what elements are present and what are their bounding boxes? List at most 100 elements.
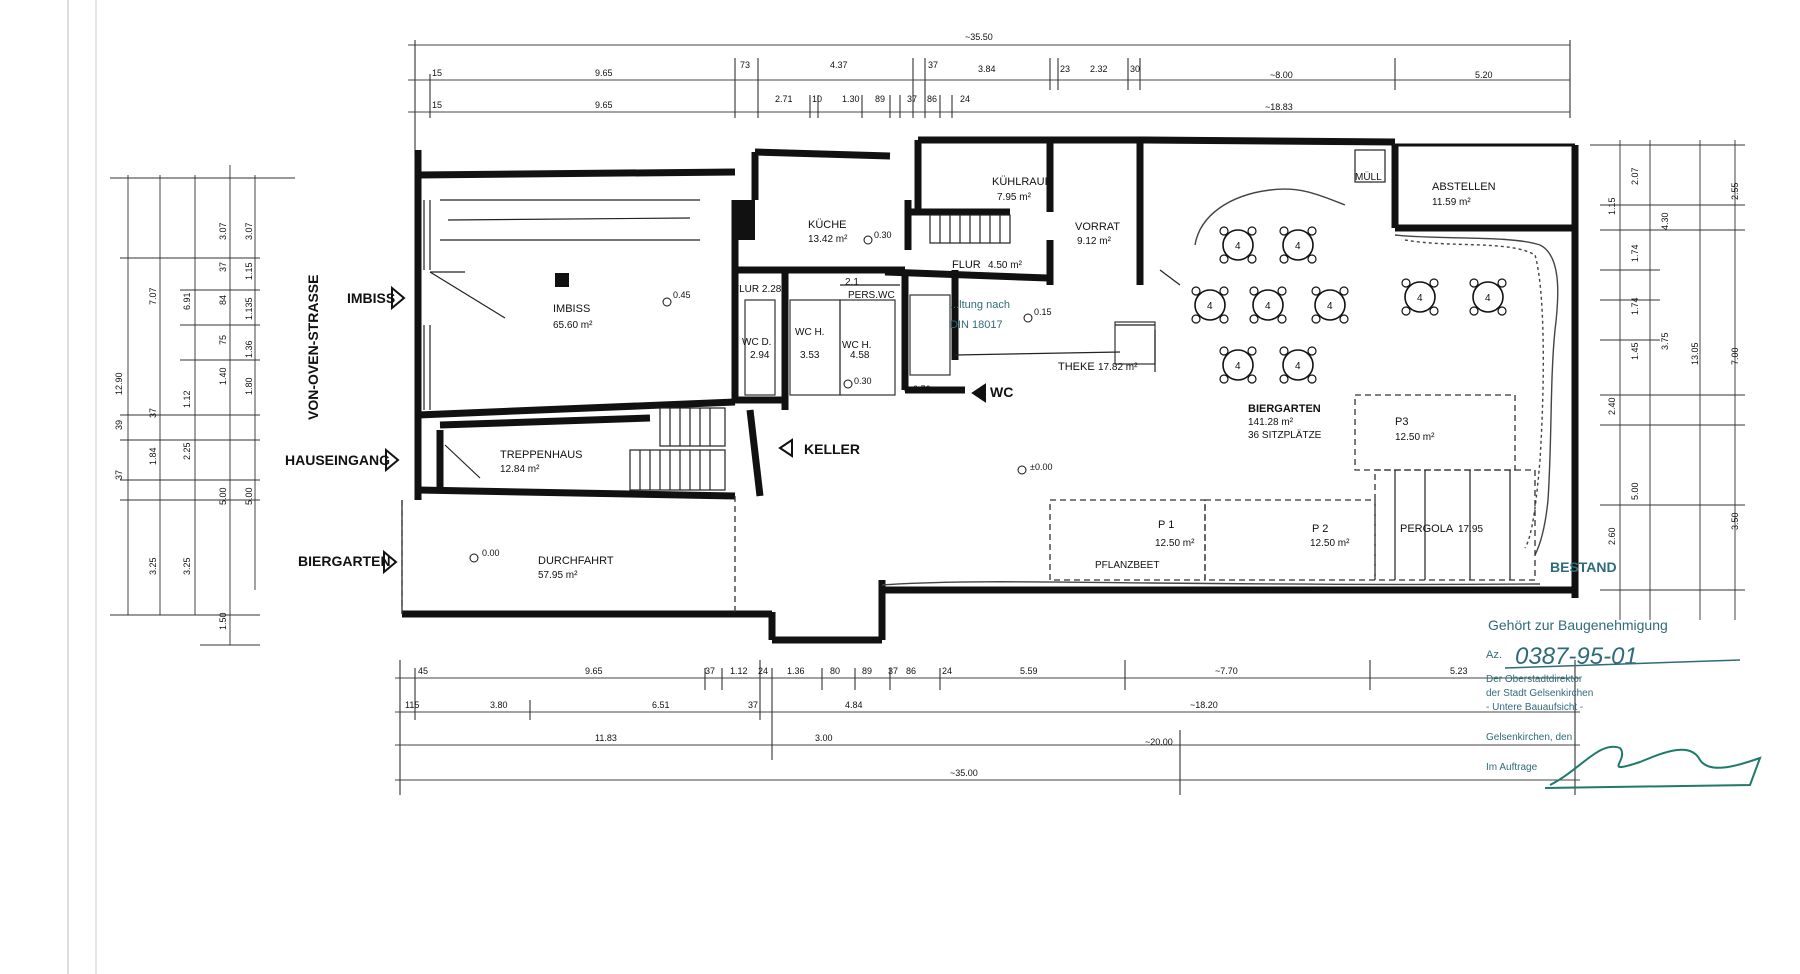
room-theke-name: THEKE <box>1058 361 1095 373</box>
room-vorrat-area: 9.12 m² <box>1077 236 1112 247</box>
level-030b: 0.30 <box>854 376 872 386</box>
dim-bottom-r1-11: 5.59 <box>1020 666 1038 676</box>
dim-left-3: 3.07 <box>218 222 228 240</box>
dim-top-r1-8: 30 <box>1130 64 1140 74</box>
dim-left-19: 5.00 <box>218 487 228 505</box>
entry-arrow-icon <box>383 549 398 575</box>
dim-bottom-r2-3: 37 <box>748 700 758 710</box>
dim-top-r1-9: ~8.00 <box>1270 70 1293 80</box>
dim-top-r2-4: 1.30 <box>842 94 860 104</box>
room-muell-name: MÜLL <box>1355 171 1382 183</box>
stamp-line4: Gelsenkirchen, den <box>1486 732 1572 743</box>
room-perswc-area: 2.1 <box>845 277 859 288</box>
room-wch2-area: 4.58 <box>850 350 870 361</box>
dim-bottom-r2-1: 3.80 <box>490 700 508 710</box>
entry-hauseingang-label: HAUSEINGANG <box>285 452 390 468</box>
room-kueche-name: KÜCHE <box>808 219 847 231</box>
dim-top-r2-8: 24 <box>960 94 970 104</box>
dim-top-r1-10: 5.20 <box>1475 70 1493 80</box>
level-000: ±0.00 <box>1030 462 1052 472</box>
dim-bottom-r1-2: 37 <box>705 666 715 676</box>
room-vorrat-name: VORRAT <box>1075 221 1120 233</box>
dimensions-top: ~35.50 15 9.65 73 4.37 37 3.84 23 2.32 3… <box>408 32 1571 155</box>
column <box>735 200 755 240</box>
dim-bottom-r1-3: 1.12 <box>730 666 748 676</box>
approval-stamp: Gehört zur Baugenehmigung Az. 0387-95-01… <box>1486 617 1762 789</box>
stamp-line3: - Untere Bauaufsicht - <box>1486 702 1583 713</box>
level-076: 0.76 <box>913 384 931 394</box>
level-015: 0.15 <box>1034 307 1052 317</box>
hedge <box>881 188 1559 586</box>
stamp-title: Gehört zur Baugenehmigung <box>1488 617 1668 633</box>
dim-left-17: 3.25 <box>148 557 158 575</box>
room-abstellen-name: ABSTELLEN <box>1432 181 1496 193</box>
room-pergola-name: PERGOLA <box>1400 523 1454 535</box>
dim-bottom-r1-0: 45 <box>418 666 428 676</box>
room-treppenhaus-name: TREPPENHAUS <box>500 449 583 461</box>
dim-top-r1-3: 4.37 <box>830 60 848 70</box>
stairs <box>629 214 1011 491</box>
dim-top-r1-0: 15 <box>432 68 442 78</box>
room-treppenhaus-area: 12.84 m² <box>500 464 540 475</box>
table-seat-count: 4 <box>1485 293 1491 304</box>
room-biergarten-seats: 36 SITZPLÄTZE <box>1248 429 1322 441</box>
dim-right-9: 7.00 <box>1730 347 1740 365</box>
room-kueche-area: 13.42 m² <box>808 234 848 245</box>
dim-right-11: 5.00 <box>1630 482 1640 500</box>
room-perswc-name: PERS.WC <box>848 290 895 301</box>
level-000b: 0.00 <box>482 548 500 558</box>
room-imbiss-area: 65.60 m² <box>553 320 593 331</box>
entry-arrow-icon <box>391 285 406 311</box>
room-abstellen-area: 11.59 m² <box>1432 197 1471 208</box>
bestand-label: BESTAND <box>1550 559 1617 575</box>
dim-right-8: 13.05 <box>1690 342 1700 365</box>
dimensions-bottom: 45 9.65 37 1.12 24 1.36 80 89 37 86 24 5… <box>395 660 1580 795</box>
room-wch2-name: WC H. <box>842 340 871 351</box>
dim-top-r2-0: 15 <box>432 100 442 110</box>
dim-bottom-r2-5: ~18.20 <box>1190 700 1218 710</box>
dim-top-r2-3: 10 <box>812 94 822 104</box>
stamp-line2: der Stadt Gelsenkirchen <box>1486 688 1593 699</box>
dim-left-12: 1.135 <box>244 297 254 320</box>
dim-top-r2-2: 2.71 <box>775 94 793 104</box>
dim-left-20: 5.00 <box>244 487 254 505</box>
building-walls <box>402 136 1579 644</box>
table-seat-count: 4 <box>1295 241 1301 252</box>
dim-bottom-r1-6: 80 <box>830 666 840 676</box>
dim-right-6: 1.45 <box>1630 342 1640 360</box>
room-biergarten-area: 141.28 m² <box>1248 417 1294 428</box>
table-2: 4 <box>1279 226 1317 264</box>
street-name: VON-OVEN-STRASSE <box>305 275 321 420</box>
table-3: 4 <box>1191 286 1229 324</box>
dim-top-r2-1: 9.65 <box>595 100 613 110</box>
room-durchfahrt-area: 57.95 m² <box>538 570 578 581</box>
dim-left-22: 39 <box>114 420 124 430</box>
dim-right-3: 1.15 <box>1607 197 1617 215</box>
dim-left-0: 12.90 <box>114 372 124 395</box>
dimensions-left: 12.90 7.07 6.91 3.07 3.07 37 1.15 37 1.8… <box>110 165 295 646</box>
dim-left-9: 1.12 <box>182 390 192 408</box>
dim-bottom-r1-13: 5.23 <box>1450 666 1468 676</box>
level-markers: 0.30 0.45 0.15 0.30 0.76 ±0.00 0.00 <box>469 230 1052 563</box>
dimensions-right: 2.07 4.30 2.55 1.15 1.74 1.74 1.45 3.75 … <box>1590 140 1745 620</box>
dim-bottom-r1-12: ~7.70 <box>1215 666 1238 676</box>
table-1: 4 <box>1219 226 1257 264</box>
wc-partitions <box>744 149 1386 396</box>
room-wch1-area: 3.53 <box>800 350 820 361</box>
dim-bottom-r2-0: 115 <box>405 700 419 710</box>
dim-left-14: 1.36 <box>244 340 254 358</box>
dim-top-r1-1: 9.65 <box>595 68 613 78</box>
openings <box>401 199 736 614</box>
room-flur1-name: FLUR 2.28 <box>733 284 782 295</box>
column <box>555 273 569 287</box>
table-seat-count: 4 <box>1265 301 1271 312</box>
dim-right-13: 3.50 <box>1730 512 1740 530</box>
table-5: 4 <box>1311 286 1349 324</box>
dim-left-1: 7.07 <box>148 287 158 305</box>
dim-top-r2-6: 37 <box>907 94 917 104</box>
room-p3-area: 12.50 m² <box>1395 432 1435 443</box>
dim-left-21: 1.50 <box>218 612 228 630</box>
dim-left-4: 3.07 <box>244 222 254 240</box>
